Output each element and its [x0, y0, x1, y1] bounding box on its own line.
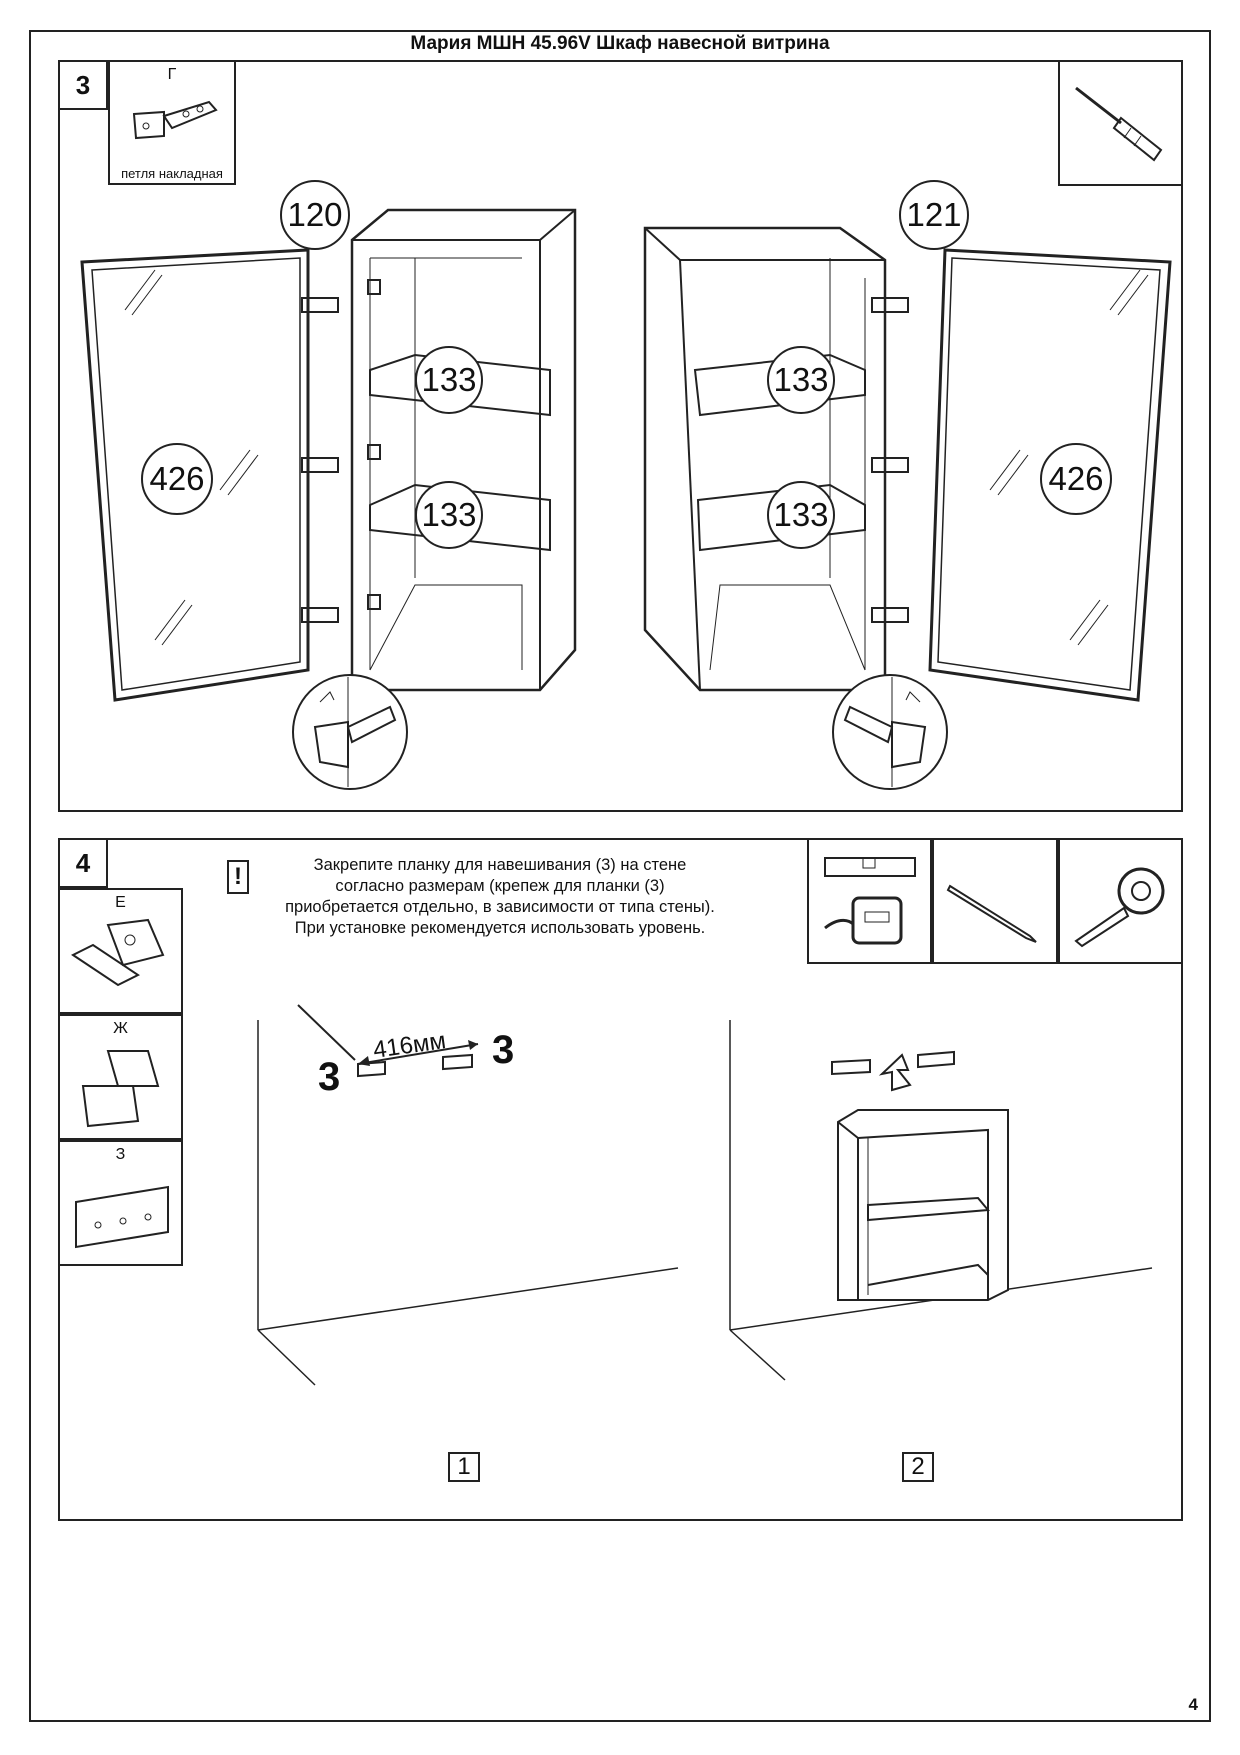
bracket-label-left: 3 [318, 1055, 341, 1099]
part-box-zh: Ж [58, 1014, 183, 1140]
callout-133-right-top: 133 [767, 346, 835, 414]
hinge-detail-right [832, 674, 948, 790]
bracket-part-e-icon [71, 918, 165, 987]
note-line: Закрепите планку для навешивания (3) на … [313, 856, 687, 874]
page-number: 4 [1188, 1695, 1198, 1714]
tool-box-screwdriver [1058, 60, 1183, 186]
callout-426-right: 426 [1040, 443, 1112, 515]
callout-121: 121 [899, 180, 969, 250]
note-line: При установке рекомендуется использовать… [294, 919, 706, 937]
callout-120: 120 [280, 180, 350, 250]
step3-number: 3 [58, 60, 108, 110]
screwdriver-icon [1075, 86, 1163, 162]
part-letter-e: Е [115, 894, 126, 911]
right-cabinet-drawing [643, 226, 1172, 702]
pencil-icon [946, 884, 1037, 943]
subfigure-label-1: 1 [448, 1452, 480, 1482]
part-letter: Г [167, 66, 177, 83]
tool-box-pencil [932, 838, 1058, 964]
step3-part-box: Г петля накладная [108, 60, 236, 185]
part-box-e: Е [58, 888, 183, 1014]
level-icon [824, 857, 916, 945]
part-letter-zh: Ж [113, 1020, 128, 1037]
note-line: согласно размерам (крепеж для планки (3) [335, 877, 665, 895]
callout-426-left: 426 [141, 443, 213, 515]
bracket-part-zh-icon [81, 1050, 160, 1128]
step4-number: 4 [58, 838, 108, 888]
bracket-label-right: 3 [492, 1028, 515, 1072]
tool-box-tape [1058, 838, 1183, 964]
tape-measure-icon [1074, 867, 1165, 948]
part-letter-z: З [115, 1146, 126, 1163]
subfigure-label-2: 2 [902, 1452, 934, 1482]
hinge-icon [132, 100, 218, 140]
callout-133-left-bottom: 133 [415, 481, 483, 549]
part-box-z: З [58, 1140, 183, 1266]
note-line: приобретается отдельно, в зависимости от… [285, 898, 715, 916]
tool-box-level [807, 838, 932, 964]
hanging-strip-z-icon [75, 1185, 169, 1249]
warning-mark: ! [227, 860, 249, 894]
step3-panel [58, 60, 1183, 812]
hinge-detail-left [292, 674, 408, 790]
cabinet-hanging-drawing [729, 1020, 1153, 1381]
left-cabinet-drawing [80, 208, 577, 702]
part-label: петля накладная [121, 166, 223, 181]
callout-133-left-top: 133 [415, 346, 483, 414]
instruction-note: Закрепите планку для навешивания (3) на … [240, 855, 760, 939]
page-frame [29, 30, 1211, 1722]
page-title: Мария МШН 45.96V Шкаф навесной витрина [410, 33, 830, 54]
callout-133-right-bottom: 133 [767, 481, 835, 549]
wall-marking-drawing [257, 1004, 679, 1386]
